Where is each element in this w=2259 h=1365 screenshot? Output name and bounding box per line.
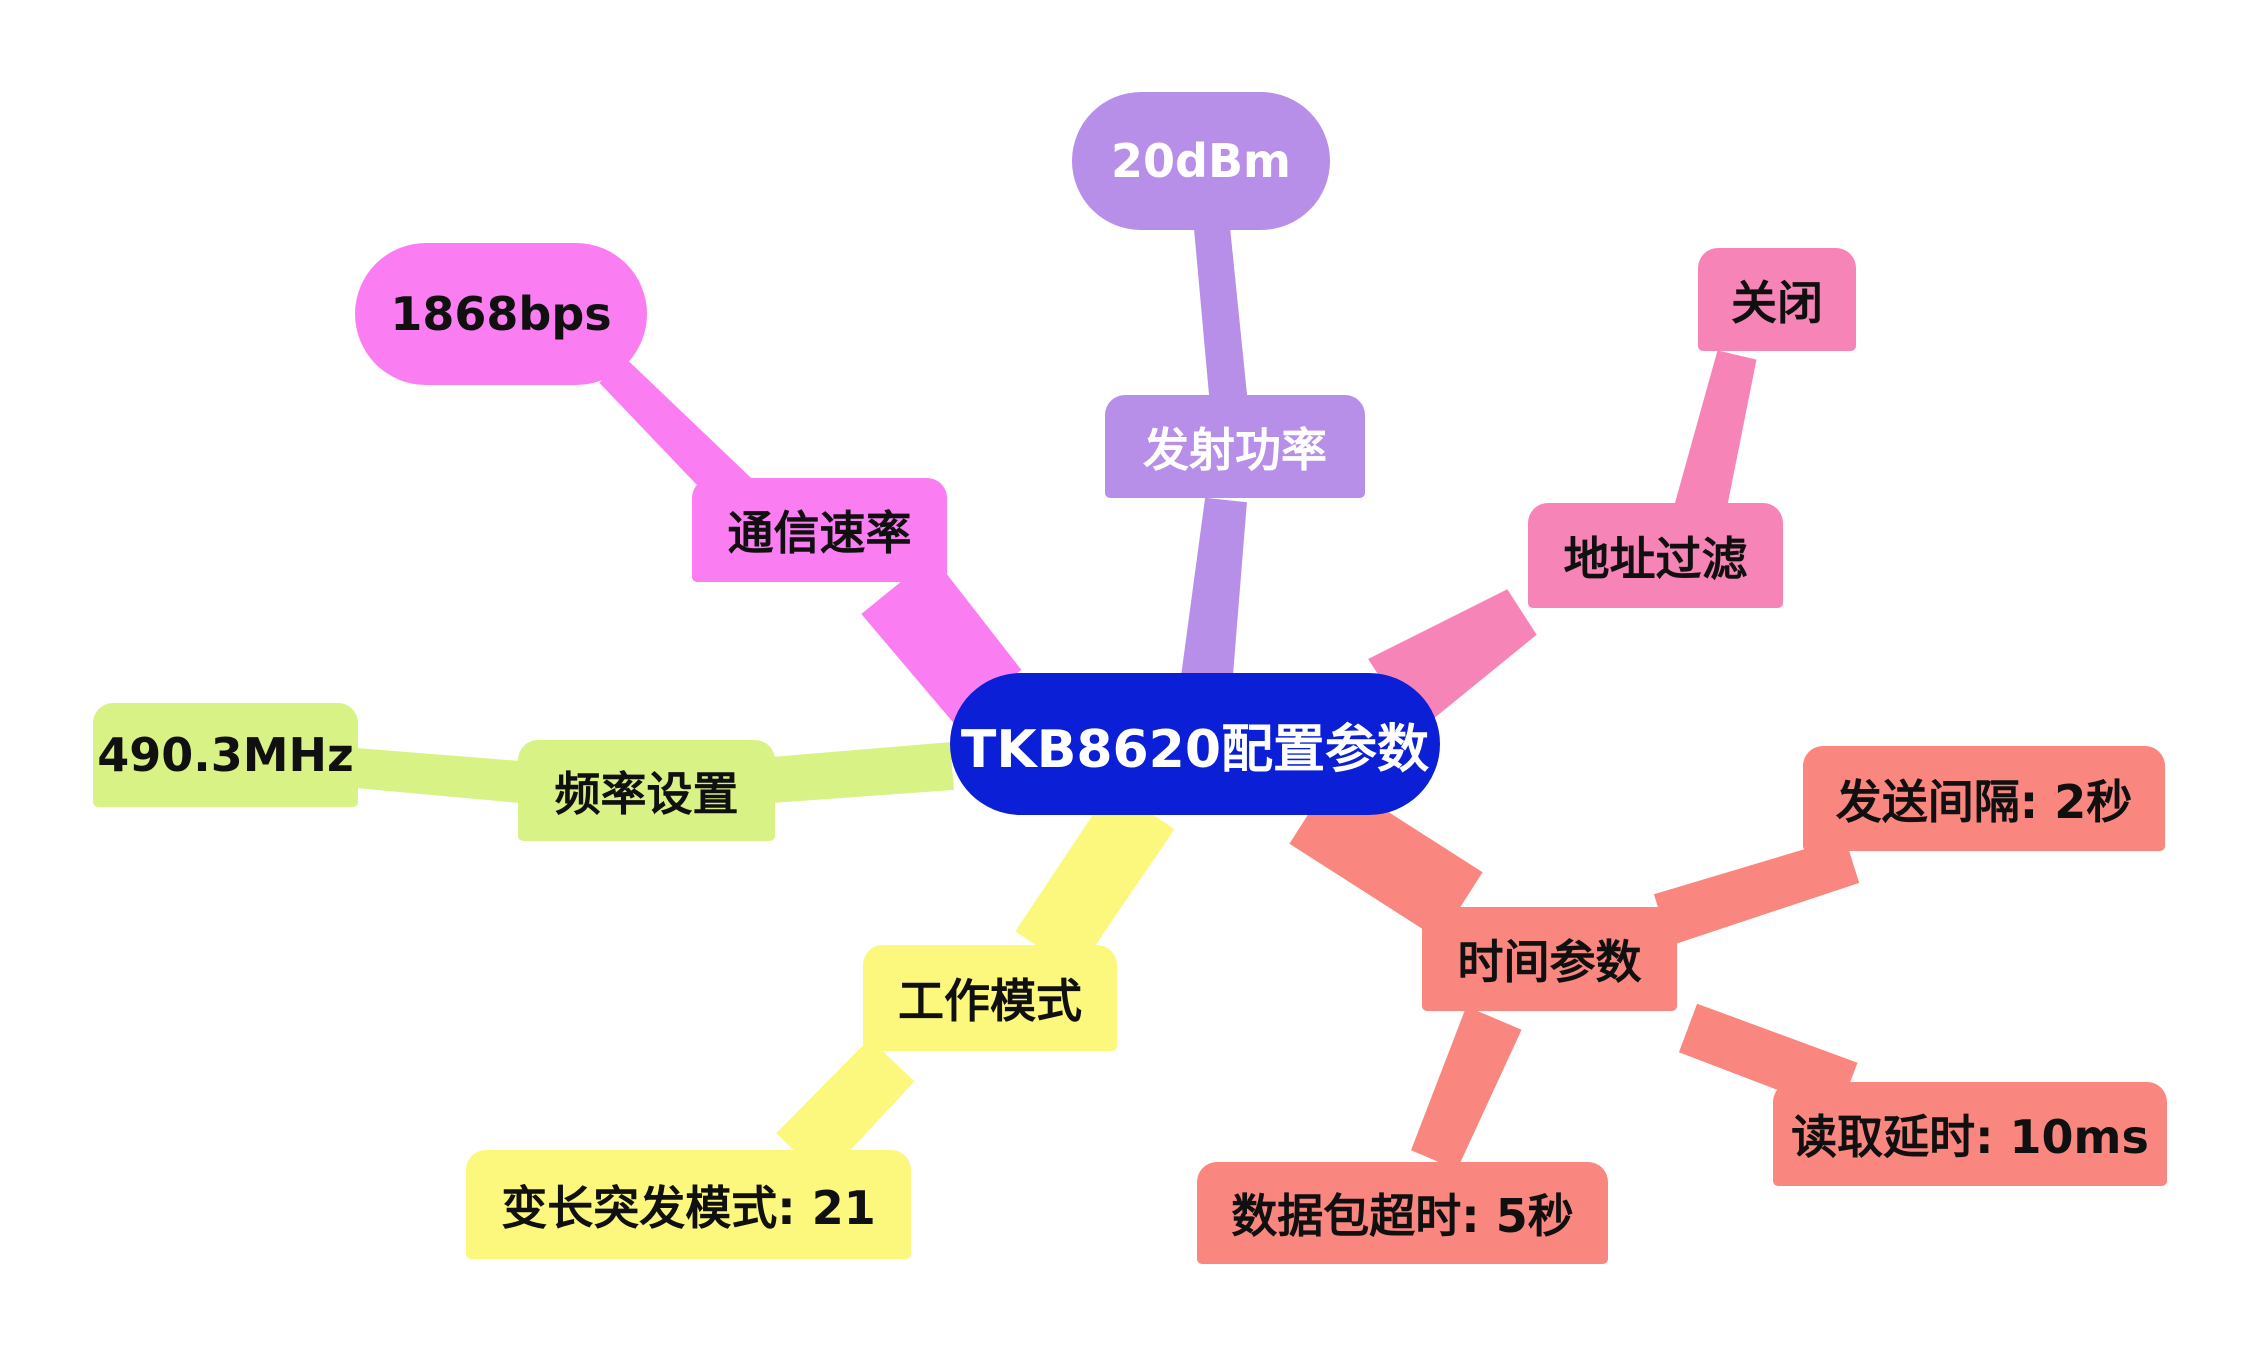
node-send-interval-underline (1803, 851, 2165, 862)
node-address-filter-underline (1528, 608, 1783, 619)
node-address-filter-value-underline (1698, 351, 1856, 362)
node-read-delay-underline (1773, 1186, 2167, 1197)
link-work-mode-value (776, 1038, 915, 1179)
node-time-params-underline (1422, 1011, 1677, 1022)
node-work-mode-value-underline (466, 1259, 911, 1270)
node-packet-timeout-underline (1197, 1264, 1608, 1275)
node-packet-timeout[interactable]: 数据包超时: 5秒 (1197, 1162, 1608, 1275)
node-frequency-setting-value-underline (93, 807, 358, 818)
node-work-mode-value-label: 变长突发模式: 21 (466, 1150, 911, 1259)
node-work-mode-label: 工作模式 (863, 945, 1117, 1051)
node-comm-rate[interactable]: 通信速率 (692, 478, 947, 593)
node-work-mode-underline (863, 1051, 1117, 1062)
link-root-frequency (770, 742, 954, 803)
node-root[interactable]: TKB8620配置参数 (950, 673, 1440, 815)
node-address-filter[interactable]: 地址过滤 (1528, 503, 1783, 619)
node-frequency-setting[interactable]: 频率设置 (518, 740, 775, 852)
node-address-filter-value[interactable]: 关闭 (1698, 248, 1856, 362)
node-time-params-label: 时间参数 (1422, 907, 1677, 1011)
link-root-work-mode (1015, 786, 1175, 973)
link-packet-timeout (1411, 1006, 1522, 1170)
link-root-comm-rate (861, 556, 1022, 725)
node-address-filter-value-label: 关闭 (1698, 248, 1856, 351)
node-read-delay[interactable]: 读取延时: 10ms (1773, 1082, 2167, 1197)
node-address-filter-label: 地址过滤 (1528, 503, 1783, 608)
node-frequency-setting-underline (518, 841, 775, 852)
node-frequency-setting-label: 频率设置 (518, 740, 775, 841)
node-comm-rate-label: 通信速率 (692, 478, 947, 582)
node-transmit-power-value-label: 20dBm (1072, 92, 1330, 230)
link-root-transmit-power (1180, 497, 1247, 689)
link-frequency-value (354, 748, 522, 803)
node-comm-rate-value[interactable]: 1868bps (355, 243, 647, 385)
node-transmit-power-label: 发射功率 (1105, 395, 1365, 498)
node-transmit-power-value[interactable]: 20dBm (1072, 92, 1330, 230)
link-comm-rate-value (599, 357, 753, 511)
node-work-mode[interactable]: 工作模式 (863, 945, 1117, 1062)
node-frequency-setting-value[interactable]: 490.3MHz (93, 703, 358, 818)
node-frequency-setting-value-label: 490.3MHz (93, 703, 358, 807)
node-read-delay-label: 读取延时: 10ms (1773, 1082, 2167, 1186)
node-work-mode-value[interactable]: 变长突发模式: 21 (466, 1150, 911, 1270)
node-time-params[interactable]: 时间参数 (1422, 907, 1677, 1022)
node-transmit-power[interactable]: 发射功率 (1105, 395, 1365, 509)
node-root-label: TKB8620配置参数 (950, 673, 1440, 815)
node-send-interval[interactable]: 发送间隔: 2秒 (1803, 746, 2165, 862)
link-address-filter-value (1674, 350, 1757, 516)
link-send-interval (1653, 837, 1860, 946)
link-transmit-power-value (1194, 226, 1248, 407)
node-packet-timeout-label: 数据包超时: 5秒 (1197, 1162, 1608, 1264)
node-transmit-power-underline (1105, 498, 1365, 509)
node-comm-rate-underline (692, 582, 947, 593)
node-send-interval-label: 发送间隔: 2秒 (1803, 746, 2165, 851)
link-root-time-params (1289, 776, 1483, 940)
node-comm-rate-value-label: 1868bps (355, 243, 647, 385)
